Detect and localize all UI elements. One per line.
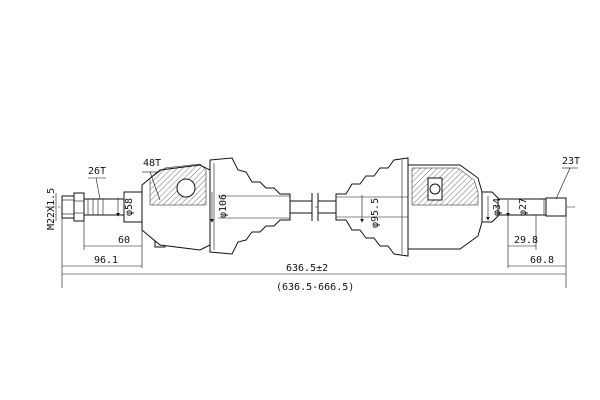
outer-boot-lines [213,163,290,250]
threaded-tip [61,195,75,219]
abs-ring-label: 48T [143,158,161,169]
inner-boot-lines [336,160,408,254]
outer-spline-teeth [87,199,104,215]
shaft-mid-dia-label: φ95.5 [370,198,381,228]
outer-boot [209,157,291,255]
outer-shaft-dia-label: φ58 [124,198,135,216]
labels: M22X1.5 26T 48T φ58 φ106 φ95.5 φ34 φ27 2… [46,156,580,293]
outer-cv-ball [176,178,196,198]
inner-tripod-pin [429,183,441,195]
total-length-label: 636.5±2 [286,263,328,274]
shaft-bar-right [317,200,337,214]
dimensions [55,167,578,288]
outer-end [61,157,291,255]
inner-spline-label: 23T [562,156,580,167]
inner-len-60-label: 60.8 [530,255,554,266]
inner-shaft-dia-label: φ27 [518,198,529,216]
shaft-bar-left [289,200,313,214]
inner-cv-dia-label: φ34 [492,198,503,216]
length-range-label: (636.5-666.5) [276,282,354,293]
outer-spline-label: 26T [88,166,106,177]
outer-len-60-label: 60 [118,235,130,246]
inner-boot [335,157,409,257]
hex-nut [73,192,85,222]
intermediate-shaft [289,193,337,221]
thread-label: M22X1.5 [46,188,57,230]
inner-end [335,157,567,257]
inner-len-29-label: 29.8 [514,235,538,246]
outer-len-96-label: 96.1 [94,255,118,266]
inner-spline-tip [545,197,567,217]
outer-cv-dia-label: φ106 [218,194,229,218]
inner-stub-neck [481,191,499,223]
